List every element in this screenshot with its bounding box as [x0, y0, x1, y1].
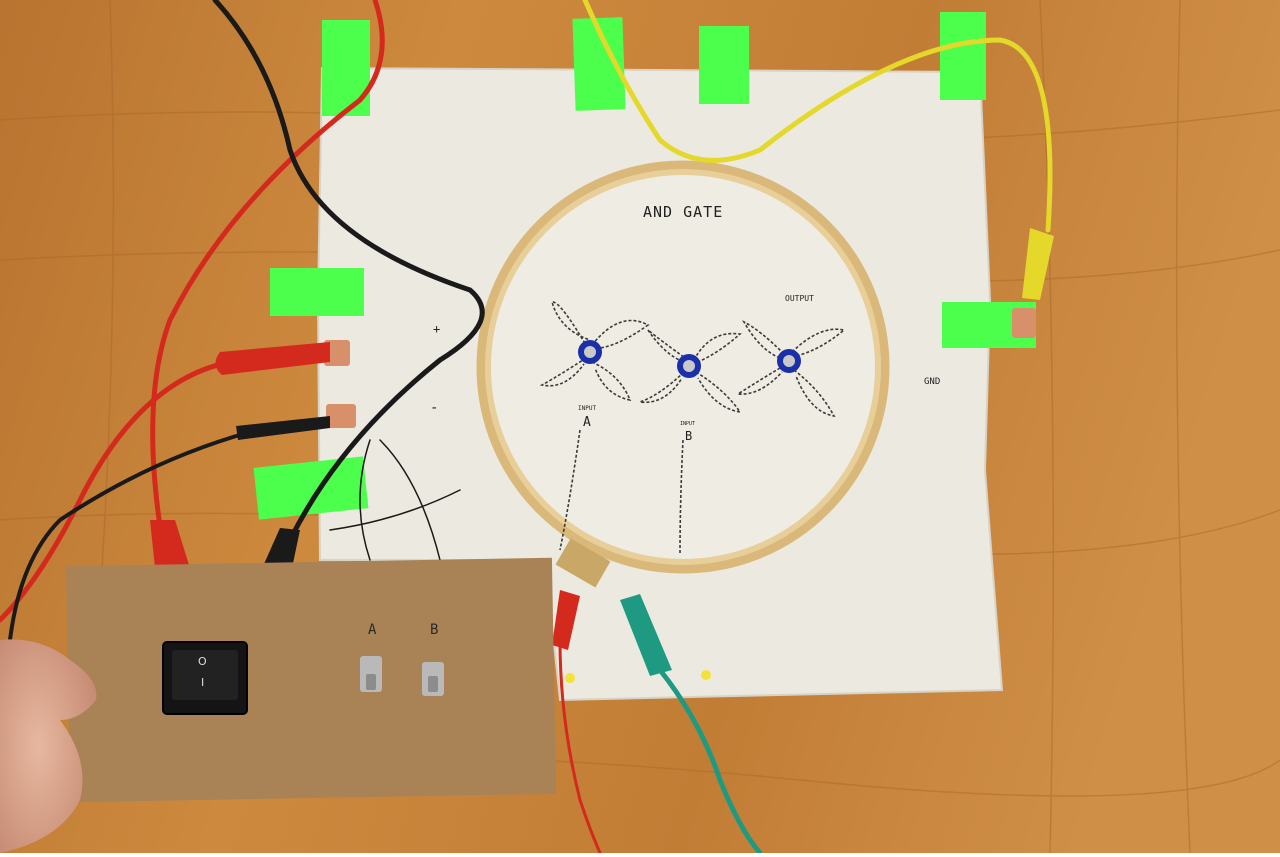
- pin-right: [701, 670, 711, 680]
- thin-wires: [329, 439, 461, 561]
- clip-green: [620, 594, 672, 676]
- copper-pad-plus: [324, 340, 350, 366]
- label-input-a-letter: A: [583, 415, 591, 430]
- wires: [0, 0, 1053, 856]
- switch-b-label: B: [430, 622, 439, 638]
- tape-top-left: [322, 20, 370, 116]
- alligator-clips: [150, 228, 1054, 676]
- label-output: OUTPUT: [785, 294, 814, 303]
- rocker-switch-face: [172, 650, 238, 700]
- wire-yellow: [582, 0, 1053, 233]
- wire-red-left: [0, 359, 233, 623]
- stitched-flowers: [539, 301, 846, 556]
- wire-green: [657, 667, 763, 856]
- wire-black-left: [8, 430, 252, 642]
- clip-yellow: [1022, 228, 1054, 300]
- wire-red-bottom: [558, 638, 602, 855]
- label-input-b-small: INPUT: [680, 421, 696, 427]
- led-b: [677, 354, 701, 378]
- label-gnd: GND: [924, 377, 941, 387]
- cardboard-switch-box: [65, 557, 557, 803]
- copper-pads: [324, 308, 1036, 428]
- clip-red-bottom: [552, 590, 580, 650]
- copper-pad-gnd: [1012, 308, 1036, 338]
- hoop-clamp: [555, 538, 611, 588]
- title-and-gate: AND GATE: [643, 203, 724, 221]
- tape-left-lower: [253, 456, 369, 520]
- tape-top-right-b: [940, 12, 986, 100]
- toggle-switch-b[interactable]: [422, 662, 444, 696]
- switch-a-label: A: [368, 622, 377, 638]
- tape-top-right-a: [699, 26, 749, 104]
- label-input-b-letter: B: [685, 429, 693, 443]
- rocker-on-mark: I: [201, 676, 205, 689]
- copper-pad-minus: [326, 404, 356, 428]
- tape-left-upper: [270, 268, 364, 316]
- label-minus: -: [430, 400, 439, 416]
- clip-red-left-lower: [150, 520, 190, 568]
- label-plus: +: [433, 322, 441, 336]
- wire-red-top: [150, 0, 385, 543]
- wire-black-top: [212, 0, 485, 543]
- clip-red-plus: [215, 342, 330, 375]
- label-input-a-small: INPUT: [578, 405, 597, 412]
- embroidery-hoop-outer: [476, 160, 890, 574]
- tape-top-center: [572, 17, 626, 111]
- rocker-off-mark: O: [198, 655, 207, 668]
- clip-black-minus: [236, 416, 330, 440]
- clip-black-left-lower: [264, 528, 300, 568]
- toggle-switch-a[interactable]: [360, 656, 382, 692]
- led-a: [578, 340, 602, 364]
- led-output: [777, 349, 801, 373]
- hand: [0, 639, 97, 853]
- pin-left: [565, 673, 575, 683]
